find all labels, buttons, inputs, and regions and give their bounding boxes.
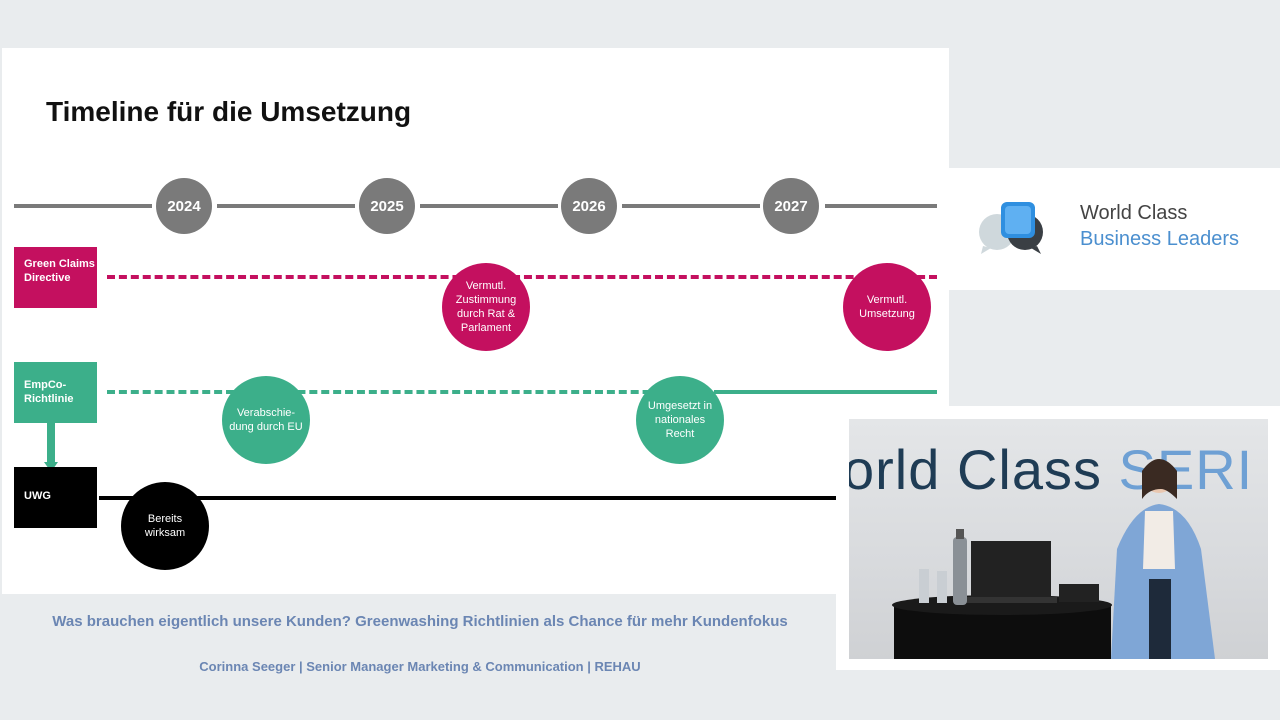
backdrop-light: SERI: [1118, 438, 1254, 501]
slide-title: Timeline für die Umsetzung: [46, 96, 412, 127]
year-2026: 2026: [561, 178, 617, 234]
arrow-shaft: [47, 423, 55, 463]
timeline-axis-segment: [217, 204, 355, 208]
row-label-green-claims: Green Claims Directive: [14, 247, 97, 308]
stage-backdrop-text: orld Class SERI: [849, 437, 1253, 502]
year-2024: 2024: [156, 178, 212, 234]
speaker-video[interactable]: orld Class SERI: [849, 419, 1268, 659]
speech-bubbles-logo-icon: [979, 202, 1043, 254]
backdrop-dark: orld Class: [849, 438, 1119, 501]
year-2025: 2025: [359, 178, 415, 234]
year-2027: 2027: [763, 178, 819, 234]
stage-scene: [892, 459, 1215, 659]
timeline-axis-segment: [420, 204, 558, 208]
logo-text-line1: World Class: [1080, 202, 1188, 224]
row-label-uwg: UWG: [14, 467, 97, 528]
presentation-slide: Timeline für die Umsetzung 2024 2025 202…: [2, 48, 949, 594]
milestone-gcd-implementation: Vermutl. Umsetzung: [843, 263, 931, 351]
empco-solid-line: [722, 390, 937, 394]
milestone-uwg-active: Bereits wirksam: [121, 482, 209, 570]
timeline-axis-segment: [622, 204, 760, 208]
logo-text-line2: Business Leaders: [1080, 228, 1239, 250]
timeline-axis-segment: [14, 204, 152, 208]
row-label-empco: EmpCo-Richtlinie: [14, 362, 97, 423]
milestone-empco-national: Umgesetzt in nationales Recht: [636, 376, 724, 464]
uwg-solid-line: [99, 496, 839, 500]
speaker-video-frame: orld Class SERI: [836, 406, 1280, 670]
green-claims-dashed-line: [107, 275, 937, 279]
speaker-info: Corinna Seeger | Senior Manager Marketin…: [199, 659, 641, 674]
empco-dashed-line: [107, 390, 722, 394]
milestone-gcd-approval: Vermutl. Zustimmung durch Rat & Parlamen…: [442, 263, 530, 351]
event-logo: World Class Business Leaders: [949, 168, 1280, 290]
talk-title: Was brauchen eigentlich unsere Kunden? G…: [52, 613, 788, 630]
milestone-empco-adoption: Verabschie-dung durch EU: [222, 376, 310, 464]
timeline-axis-segment: [825, 204, 937, 208]
